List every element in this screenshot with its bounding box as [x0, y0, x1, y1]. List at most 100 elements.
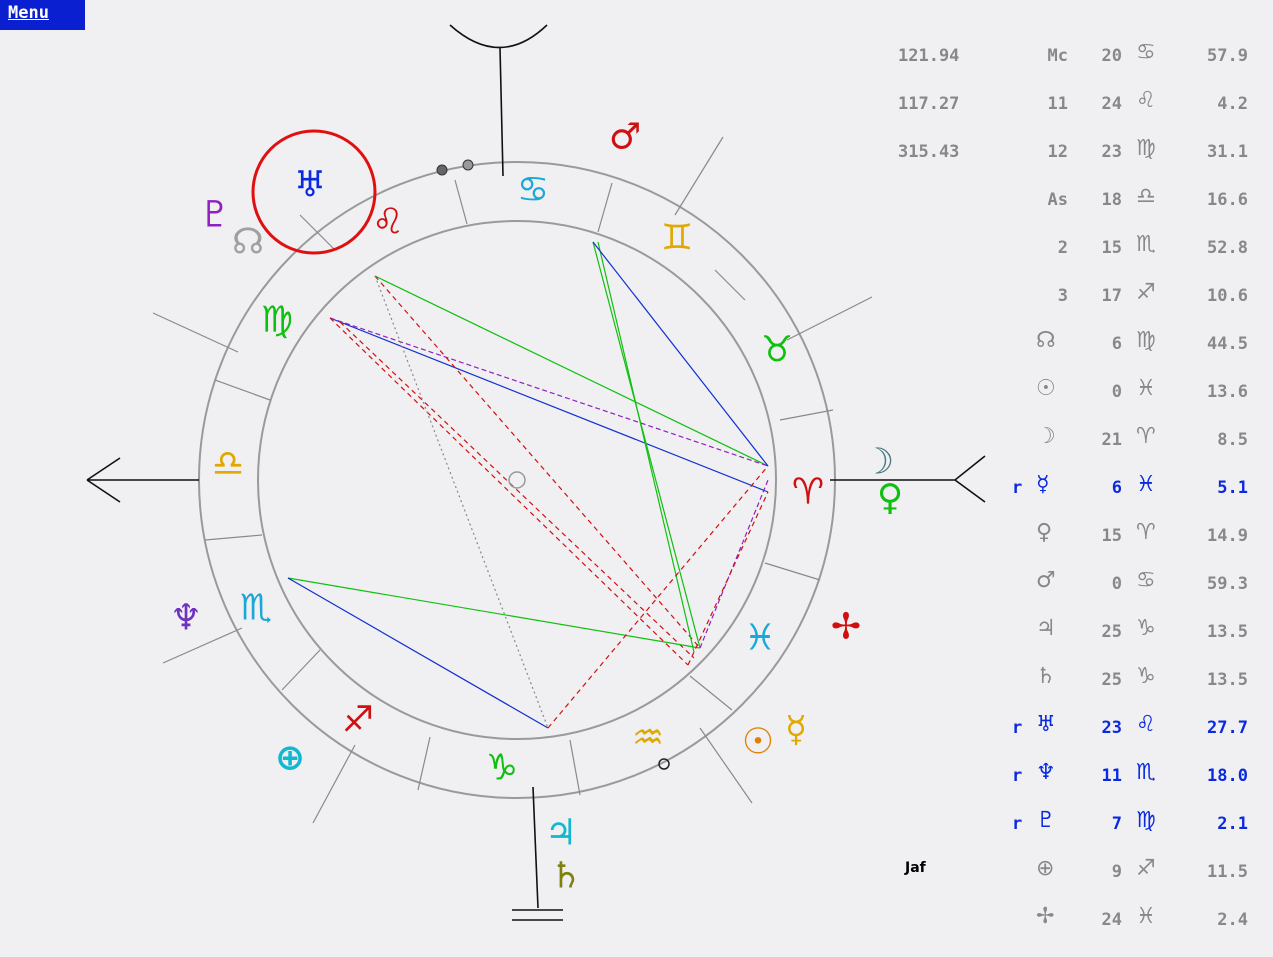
logo: Jaf: [905, 860, 926, 876]
row-label: As: [1047, 190, 1068, 210]
row-minutes: 52.8: [1207, 238, 1248, 258]
row-label: ♃: [1036, 616, 1056, 641]
row-degrees: 23: [1101, 718, 1122, 738]
sign-scorpio-icon: ♏: [240, 588, 272, 629]
row-degrees: 6: [1111, 334, 1122, 354]
aspect-line: [374, 275, 769, 467]
row-minutes: 14.9: [1207, 526, 1248, 546]
planet-venus-icon: ♀: [877, 478, 903, 519]
house-cusp-line: [299, 214, 336, 251]
row-minutes: 11.5: [1207, 862, 1248, 882]
row-sign-icon: ♓: [1136, 904, 1156, 929]
row-sign-icon: ♑: [1136, 664, 1156, 689]
row-degrees: 11: [1101, 766, 1122, 786]
row-label: ♅: [1036, 712, 1056, 737]
house-cusp-line: [764, 562, 821, 581]
house-cusp-line: [152, 312, 239, 353]
row-sign-icon: ♈: [1136, 424, 1156, 449]
row-minutes: 16.6: [1207, 190, 1248, 210]
midheaven-axis: [449, 24, 548, 177]
row-degrees: 23: [1101, 142, 1122, 162]
row-minutes: 2.1: [1217, 814, 1248, 834]
planet-pluto-icon: ♇: [199, 195, 231, 236]
planet-glyphs: ♂♅♇☊☽♀✢☉☿♃♄♆⊕: [170, 117, 903, 897]
row-sign-icon: ♏: [1136, 760, 1156, 785]
row-sign-icon: ♎: [1136, 184, 1156, 209]
sign-aries-icon: ♈: [792, 472, 824, 513]
aspect-line: [339, 321, 695, 659]
row-label: ♇: [1036, 808, 1056, 833]
row-sign-icon: ♌: [1136, 712, 1156, 737]
row-sign-icon: ♓: [1136, 376, 1156, 401]
row-degrees: 18: [1101, 190, 1122, 210]
row-minutes: 2.4: [1217, 910, 1248, 930]
row-label: ☿: [1036, 472, 1050, 497]
row-degrees: 0: [1111, 574, 1122, 594]
planet-moon-icon: ☽: [862, 442, 894, 483]
sign-leo-icon: ♌: [372, 202, 404, 243]
highlight-circle: [251, 129, 377, 255]
row-sign-icon: ♌: [1136, 88, 1156, 113]
row-minutes: 5.1: [1217, 478, 1248, 498]
aspect-line: [547, 465, 769, 729]
row-sign-icon: ♍: [1136, 808, 1156, 833]
aspect-line: [592, 241, 769, 467]
row-label: ♆: [1036, 760, 1056, 785]
house-cusps: [152, 136, 873, 824]
row-label: ⊕: [1036, 856, 1055, 881]
aspect-line: [287, 577, 549, 729]
sign-sagittarius-icon: ♐: [342, 700, 374, 741]
aspect-line: [329, 317, 769, 467]
descendant-axis: [830, 455, 986, 503]
row-sign-icon: ♏: [1136, 232, 1156, 257]
value-cell: 315.43: [898, 142, 960, 162]
retrograde-marker: r: [1012, 766, 1023, 786]
markers: [436, 159, 670, 770]
house-cusp-line: [214, 379, 271, 401]
planet-saturn-icon: ♄: [550, 856, 582, 897]
planet-mars-icon: ♂: [609, 117, 641, 158]
wheel-rings: [198, 161, 836, 799]
row-sign-icon: ♑: [1136, 616, 1156, 641]
house-cusp-line: [204, 534, 263, 541]
house-cusp-line: [281, 649, 321, 691]
house-cusp-line: [714, 269, 746, 301]
menu-button[interactable]: Menu: [0, 0, 85, 30]
row-minutes: 13.5: [1207, 622, 1248, 642]
axes: [86, 24, 986, 921]
row-minutes: 57.9: [1207, 46, 1248, 66]
planet-neptune-icon: ♆: [170, 598, 202, 639]
ascendant-axis: [86, 457, 199, 503]
row-degrees: 25: [1101, 622, 1122, 642]
row-degrees: 9: [1111, 862, 1122, 882]
row-degrees: 15: [1101, 526, 1122, 546]
aspect-line: [597, 241, 695, 653]
aspect-line: [329, 317, 769, 493]
row-minutes: 31.1: [1207, 142, 1248, 162]
row-sign-icon: ♐: [1136, 280, 1156, 305]
planet-uranus-icon: ♅: [294, 165, 326, 206]
row-degrees: 20: [1101, 46, 1122, 66]
aspect-line: [287, 577, 701, 649]
aspect-line: [374, 275, 549, 729]
row-label: ☊: [1036, 328, 1056, 353]
row-sign-icon: ♋: [1136, 568, 1156, 593]
aspect-line: [687, 491, 769, 666]
value-cell: 121.94: [898, 46, 960, 66]
row-minutes: 4.2: [1217, 94, 1248, 114]
aspect-line: [592, 241, 701, 649]
aspect-line: [374, 275, 701, 649]
aspect-line: [329, 317, 689, 666]
house-cusp-line: [674, 136, 724, 216]
row-label: 3: [1057, 286, 1068, 306]
row-label: 12: [1047, 142, 1068, 162]
row-label: ✢: [1036, 904, 1055, 929]
row-degrees: 25: [1101, 670, 1122, 690]
sign-libra-icon: ♎: [212, 444, 244, 485]
row-label: ♂: [1036, 568, 1056, 593]
row-sign-icon: ♓: [1136, 472, 1156, 497]
value-cell: 117.27: [898, 94, 960, 114]
row-degrees: 0: [1111, 382, 1122, 402]
row-label: ☉: [1036, 376, 1056, 401]
